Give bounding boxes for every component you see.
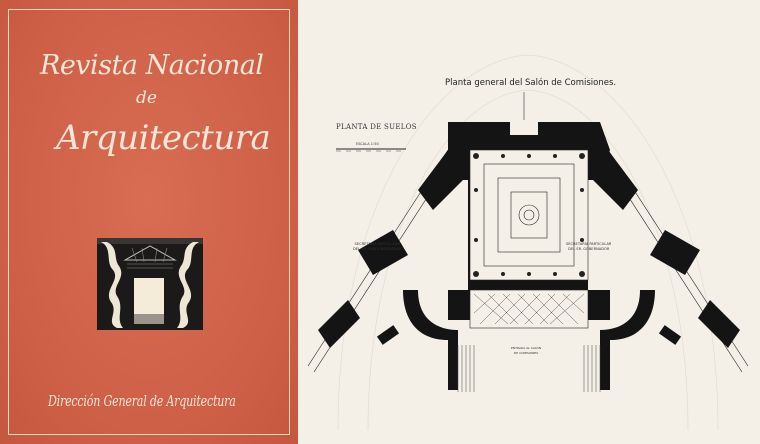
- cover-publisher: Dirección General de Arquitectura: [48, 392, 236, 410]
- entrance-label: ENTRADA AL SALÓN DE COMISIONES: [511, 346, 541, 356]
- room-label-subgobernador: SECRETARÍA PARTICULAR DEL SR. SUBGOBERNA…: [353, 242, 402, 252]
- cover-title-line2: de: [136, 88, 157, 108]
- entrance-label-line: ENTRADA AL SALÓN: [511, 346, 542, 350]
- floor-plan-drawing: [307, 54, 749, 431]
- room-label-gobernador: SECRETARÍA PARTICULAR DEL SR. GOBERNADOR: [566, 242, 611, 252]
- entrance-label-line: DE COMISIONES: [513, 351, 539, 355]
- magazine-cover: Revista Nacional de Arquitectura Direcci…: [0, 0, 298, 444]
- cover-title-line1: Revista Nacional: [40, 50, 264, 81]
- room-label-line: SECRETARÍA PARTICULAR: [354, 242, 400, 246]
- floor-label: PLANTA DE SUELOS: [336, 123, 417, 131]
- scale-label: ESCALA 1:50: [356, 142, 379, 146]
- room-label-line: DEL SR. SUBGOBERNADOR: [353, 247, 402, 251]
- floor-plan-page: Planta general del Salón de Comisiones. …: [298, 0, 760, 444]
- room-label-line: DEL SR. GOBERNADOR: [568, 247, 610, 251]
- cover-border: [8, 9, 290, 435]
- scale-bar: [336, 148, 406, 152]
- plan-title: Planta general del Salón de Comisiones.: [445, 78, 617, 88]
- doorway-woodcut-illustration: [97, 238, 203, 330]
- cover-title-line3: Arquitectura: [56, 118, 271, 158]
- room-label-line: SECRETARÍA PARTICULAR: [566, 242, 612, 246]
